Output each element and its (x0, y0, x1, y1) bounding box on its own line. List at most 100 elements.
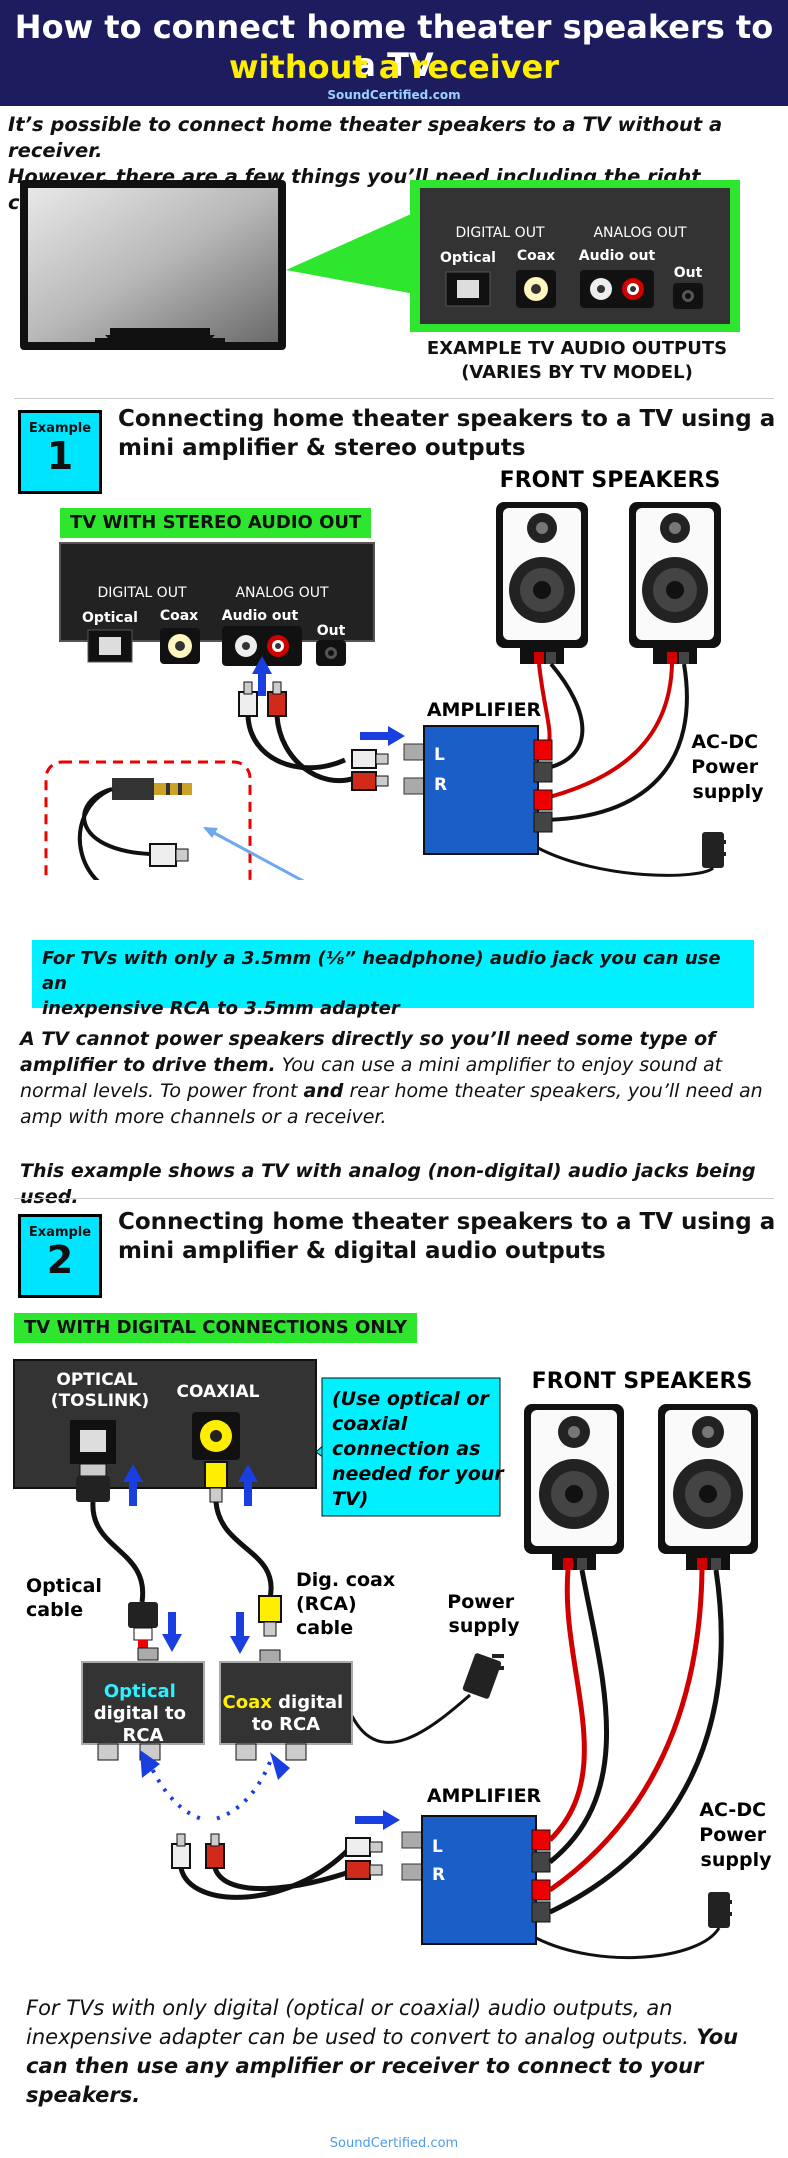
down-arrow-icon (230, 1612, 250, 1654)
digital-out-label: DIGITAL OUT (98, 585, 187, 601)
example-2-diagram: OPTICAL (TOSLINK) COAXIAL (Use optical o… (13, 1359, 772, 1960)
amplifier-icon (401, 1815, 551, 1945)
amplifier-label: AMPLIFIER (427, 699, 542, 721)
optical-port-icon (70, 1420, 116, 1464)
audio-out-label: Audio out (222, 608, 299, 624)
adapter-note: For TVs with only a 3.5mm (⅛” headphone)… (32, 940, 754, 1019)
coax-converter-label: Coax digital to RCA (223, 1692, 350, 1735)
example-1-diagram: FRONT SPEAKERS DIGITAL OUT ANALOG OUT Op… (44, 468, 764, 880)
rca-port-pair-icon (580, 270, 654, 308)
right-arrow-icon (355, 1810, 400, 1830)
rca-plug-icon (149, 843, 189, 867)
coax-cable-label: Dig. coax (RCA) cable (296, 1569, 402, 1639)
coax-port-icon (192, 1412, 240, 1460)
power-supply-label: AC-DC Power supply (691, 731, 764, 803)
out-label: Out (317, 623, 346, 639)
dotted-arrow-icon (146, 1759, 206, 1822)
headphone-port-icon (316, 640, 346, 666)
tv-icon (20, 180, 286, 350)
optical-toslink-label: OPTICAL (TOSLINK) (51, 1370, 149, 1411)
channel-l-label: L (432, 1837, 443, 1857)
example-1-badge: Example 1 (18, 410, 102, 494)
front-speakers-label: FRONT SPEAKERS (532, 1369, 753, 1394)
header-site: SoundCertified.com (327, 88, 461, 102)
coax-port-icon (516, 270, 556, 308)
right-arrow-icon (360, 726, 405, 746)
tv-digital-label: TV WITH DIGITAL CONNECTIONS ONLY (14, 1313, 418, 1343)
example-1-title: Connecting home theater speakers to a TV… (118, 406, 776, 461)
amplifier-label: AMPLIFIER (427, 1785, 542, 1807)
channel-l-label: L (434, 745, 445, 765)
rca-plug-icon (345, 1837, 383, 1857)
header-banner: How to connect home theater speakers to … (0, 0, 788, 106)
adapter-highlight-box (44, 760, 252, 880)
down-arrow-icon (162, 1612, 182, 1652)
arrowhead-icon (140, 1750, 160, 1778)
headphone-port-icon (673, 283, 703, 309)
footer-site: SoundCertified.com (329, 2136, 459, 2151)
example-1-note: This example shows a TV with analog (non… (20, 1160, 756, 1208)
optical-converter-label: Optical digital to RCA (94, 1681, 193, 1746)
divider (14, 1198, 774, 1199)
ac-dc-power-label: AC-DC Power supply (699, 1799, 772, 1871)
front-speakers-label: FRONT SPEAKERS (500, 468, 721, 493)
speaker-icon (658, 1404, 758, 1570)
rca-plug-icon (205, 1833, 225, 1869)
analog-out-label: ANALOG OUT (593, 225, 687, 241)
coax-plug-icon (258, 1595, 282, 1637)
digital-out-label: DIGITAL OUT (456, 225, 545, 241)
page-subtitle: without a receiver (228, 48, 559, 86)
rca-plug-icon (171, 1833, 191, 1869)
headphone-plug-icon (112, 778, 192, 800)
speaker-icon (629, 502, 721, 664)
amplifier-icon (403, 725, 553, 855)
rca-plug-icon (267, 681, 287, 717)
speaker-icon (524, 1404, 624, 1570)
example-1-paragraph: A TV cannot power speakers directly so y… (20, 1028, 763, 1128)
rca-port-pair-icon (222, 626, 302, 666)
optical-port-icon (445, 271, 491, 307)
page-title: How to connect home theater speakers to … (14, 8, 774, 84)
pointer-arrow-icon (203, 827, 218, 838)
coax-converter-icon (219, 1649, 353, 1761)
up-arrow-icon (252, 656, 272, 696)
rca-plug-icon (351, 749, 389, 769)
coax-port-icon (160, 628, 200, 664)
dotted-arrow-icon (211, 1761, 272, 1822)
tv-outputs-caption: EXAMPLE TV AUDIO OUTPUTS (VARIES BY TV M… (426, 338, 728, 383)
power-adapter-icon (702, 832, 726, 868)
example-2-title: Connecting home theater speakers to a TV… (118, 1209, 776, 1264)
analog-out-label: ANALOG OUT (235, 585, 329, 601)
coaxial-label: COAXIAL (176, 1382, 259, 1402)
speaker-icon (496, 502, 588, 664)
up-arrow-icon (238, 1464, 258, 1506)
coax-label: Coax (517, 248, 555, 264)
connection-note-box (321, 1377, 501, 1517)
optical-port-icon (87, 629, 133, 663)
tv-stereo-label: TV WITH STEREO AUDIO OUT (60, 508, 372, 538)
optical-label: Optical (82, 610, 138, 626)
power-supply-label: Power supply (447, 1591, 520, 1637)
channel-r-label: R (432, 1865, 445, 1885)
coax-label: Coax (160, 608, 198, 624)
power-adapter-icon (708, 1892, 732, 1928)
example-2-paragraph: For TVs with only digital (optical or co… (26, 1996, 739, 2107)
divider (14, 398, 774, 399)
optical-plug-icon (128, 1602, 158, 1648)
example-2-badge: Example 2 (18, 1214, 102, 1298)
optical-converter-icon (81, 1647, 205, 1761)
power-adapter-icon (462, 1653, 504, 1699)
optical-plug-icon (76, 1463, 110, 1502)
tv-outputs-illustration: DIGITAL OUT ANALOG OUT Optical Coax Audi… (20, 180, 740, 350)
rca-plug-icon (351, 771, 389, 791)
connection-note: (Use optical or coaxial connection as ne… (332, 1388, 510, 1510)
rca-plug-icon (345, 1860, 383, 1880)
optical-cable-label: Optical cable (26, 1575, 109, 1621)
arrowhead-icon (270, 1752, 290, 1780)
zoom-callout (286, 210, 420, 295)
rca-plug-icon (238, 681, 258, 717)
coax-plug-icon (204, 1461, 228, 1503)
audio-out-label: Audio out (579, 248, 656, 264)
channel-r-label: R (434, 775, 447, 795)
up-arrow-icon (123, 1464, 143, 1506)
